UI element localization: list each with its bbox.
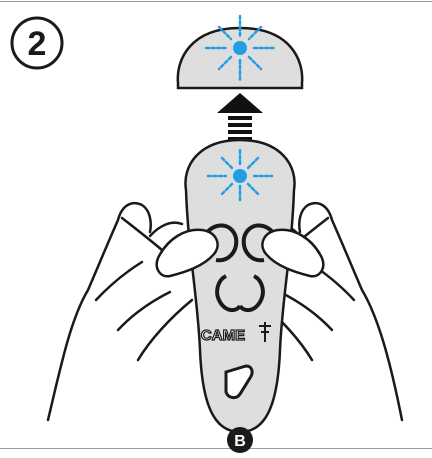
step-number: 2: [28, 25, 47, 63]
led-dot: [233, 41, 247, 55]
step-badge: 2: [12, 18, 62, 68]
remote-fob: CAME: [185, 140, 294, 432]
up-arrow-icon: [217, 93, 263, 146]
led-dot: [233, 169, 247, 183]
callout-letter: B: [234, 433, 246, 450]
callout-b: B: [227, 427, 253, 453]
fob-top-cap: [178, 16, 302, 88]
left-hand: [48, 203, 192, 420]
brand-label: CAME: [201, 327, 245, 344]
